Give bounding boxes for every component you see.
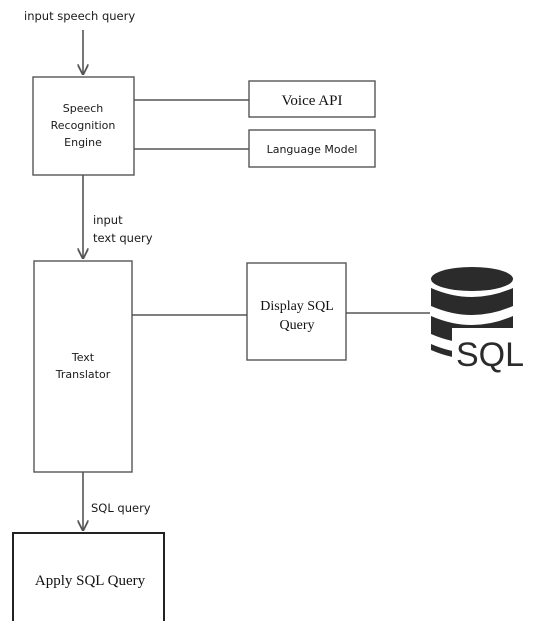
speech-engine-label-line3: Engine — [64, 136, 102, 149]
sql-query-label: SQL query — [91, 501, 151, 515]
input-text-label-line2: text query — [93, 231, 153, 245]
database-sql-label: SQL — [456, 336, 524, 374]
text-translator-label-line2: Translator — [55, 368, 111, 381]
input-text-label-line1: input — [93, 213, 123, 227]
database-icon — [431, 267, 514, 370]
voice-api-label: Voice API — [282, 93, 343, 109]
display-sql-label-line2: Query — [280, 318, 315, 333]
input-speech-label: input speech query — [24, 9, 135, 23]
language-model-label: Language Model — [267, 143, 358, 156]
apply-sql-box — [12, 532, 165, 621]
text-translator-box — [33, 260, 133, 473]
apply-sql-label: Apply SQL Query — [35, 573, 146, 589]
speech-engine-label-line1: Speech — [63, 102, 104, 115]
text-translator-label-line1: Text — [71, 351, 95, 364]
speech-engine-label-line2: Recognition — [51, 119, 116, 132]
display-sql-label-line1: Display SQL — [260, 299, 334, 314]
display-sql-box — [246, 262, 347, 361]
voice-api-box — [248, 80, 376, 118]
language-model-box — [248, 129, 376, 168]
